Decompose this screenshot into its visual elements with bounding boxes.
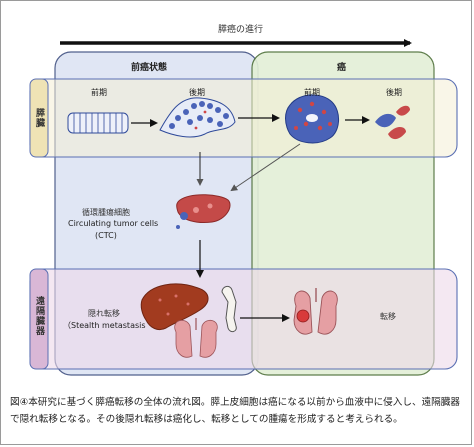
metastasis-label: 転移 (380, 312, 396, 321)
metastatic-tumor (296, 309, 310, 323)
stage-label-late-precancer: 後期 (189, 88, 205, 97)
precancer-column-title: 前癌状態 (131, 63, 168, 73)
normal-epithelium-cells (67, 112, 129, 134)
stealth-label-en: （Stealth metastasis (63, 321, 146, 330)
bone-organ (221, 285, 237, 333)
distant-organ-row-label: 遠隔臓器 (34, 296, 44, 336)
early-cancer-mass (285, 94, 339, 144)
distant-row-tab (29, 268, 49, 370)
cancer-column-title: 癌 (337, 63, 347, 73)
ctc-label-jp: 循環腫瘍細胞 (82, 208, 130, 217)
pancreas-row-label: 膵臓 (34, 108, 44, 128)
ctc-label-abbr: (CTC) (95, 231, 117, 240)
stage-label-late-cancer: 後期 (386, 88, 402, 97)
ctc-blood-vessel (176, 194, 231, 229)
progress-label: 膵癌の進行 (218, 25, 264, 35)
precancerous-lesion (159, 97, 236, 138)
invasive-cancer-cells (375, 105, 410, 140)
arrow-cancer-to-ctc (230, 143, 301, 192)
lung-organ-precancer (174, 318, 218, 358)
stage-label-early-cancer: 前期 (304, 88, 320, 97)
stealth-label-jp: 隠れ転移 (88, 309, 120, 318)
ctc-label-en: Circulating tumor cells (68, 219, 159, 228)
stage-label-early-precancer: 前期 (91, 88, 107, 97)
pancreas-row-tab (29, 78, 49, 158)
lung-organ-metastasis (293, 288, 338, 335)
liver-organ (140, 283, 209, 331)
figure-caption: 図④本研究に基づく膵癌転移の全体の流れ図。膵上皮細胞は癌になる以前から血液中に侵… (10, 397, 460, 425)
